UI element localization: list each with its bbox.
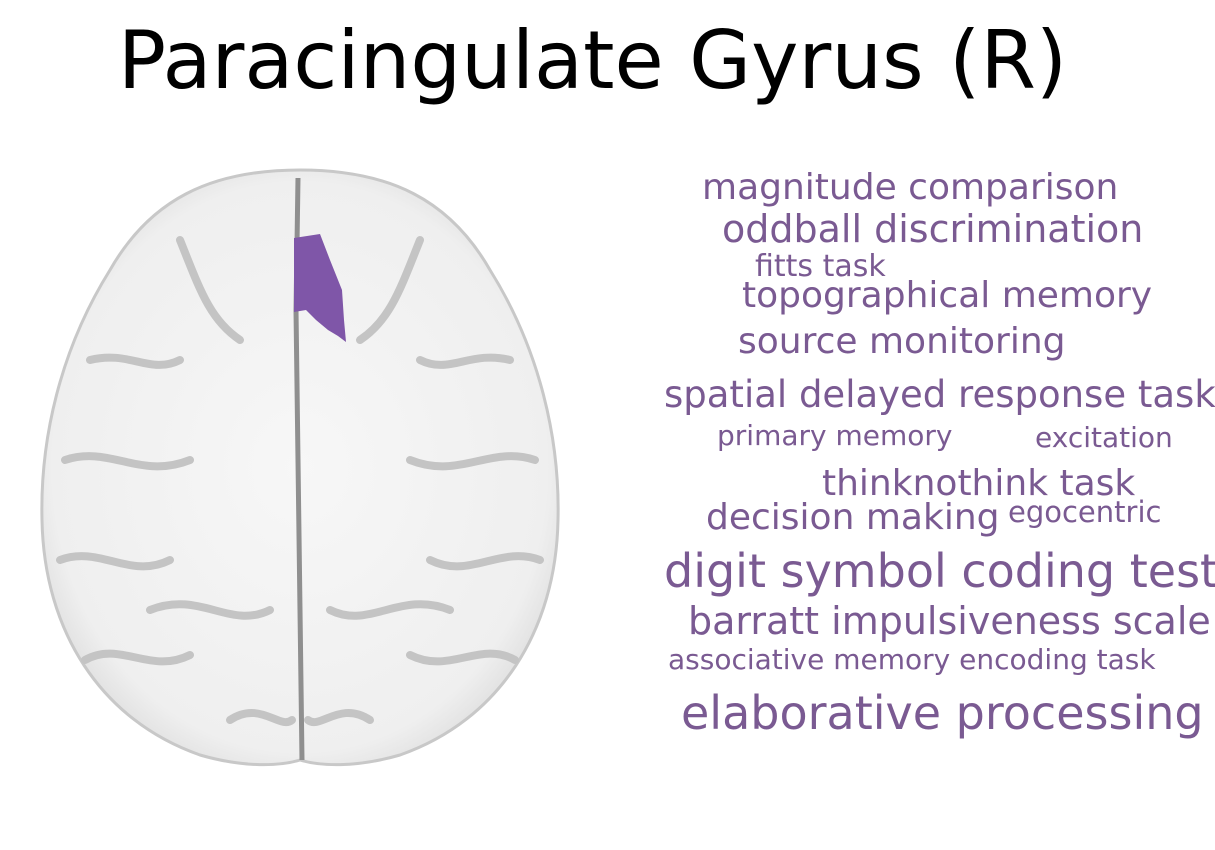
term-word-cloud: magnitude comparison oddball discriminat… (640, 160, 1215, 760)
word-barratt-impulsiveness-scale: barratt impulsiveness scale (688, 599, 1211, 643)
figure-title: Paracingulate Gyrus (R) (117, 14, 1068, 107)
word-decision-making: decision making (706, 497, 1000, 538)
word-spatial-delayed-response-task: spatial delayed response task (664, 373, 1215, 416)
word-elaborative-processing: elaborative processing (681, 686, 1204, 740)
word-associative-memory-encoding-task: associative memory encoding task (668, 643, 1156, 676)
word-source-monitoring: source monitoring (738, 321, 1066, 362)
word-primary-memory: primary memory (717, 419, 953, 452)
brain-axial-slice (40, 168, 560, 767)
word-magnitude-comparison: magnitude comparison (702, 167, 1119, 208)
word-egocentric: egocentric (1008, 495, 1162, 529)
word-thinknothink-task: thinknothink task (822, 463, 1136, 504)
word-digit-symbol-coding-test: digit symbol coding test (664, 544, 1215, 598)
word-excitation: excitation (1035, 421, 1173, 454)
word-fitts-task: fitts task (755, 249, 886, 284)
paracingulate-region (294, 234, 346, 342)
word-topographical-memory: topographical memory (742, 275, 1153, 316)
sulci (56, 236, 544, 726)
word-oddball-discrimination: oddball discrimination (722, 207, 1144, 251)
